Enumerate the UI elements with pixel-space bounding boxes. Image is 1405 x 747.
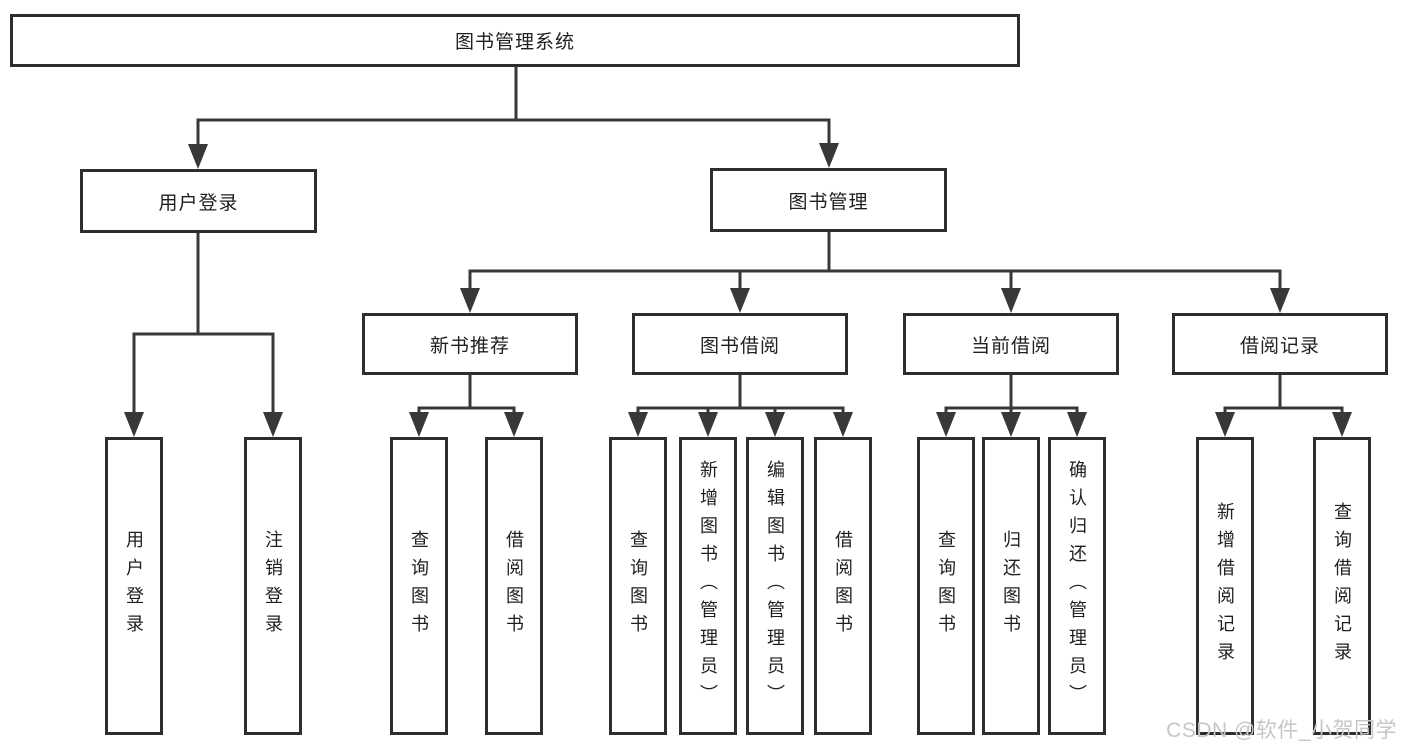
node-label: 用户登录 (124, 530, 144, 642)
node-leaf-user-login-action: 用户登录 (105, 437, 163, 735)
node-label: 确认归还（管理员） (1067, 460, 1087, 712)
node-label: 图书管理 (788, 191, 869, 213)
node-new-book-recommend: 新书推荐 (362, 313, 578, 375)
node-label: 借阅图书 (504, 530, 524, 642)
node-label: 新书推荐 (429, 335, 510, 357)
connector-borrow-records-to-leaves (1215, 374, 1352, 437)
connector-current-borrow-to-leaves (936, 374, 1087, 437)
node-book-management: 图书管理 (710, 168, 947, 232)
node-leaf-borrow-books-newbook: 借阅图书 (485, 437, 543, 735)
node-leaf-return-books: 归还图书 (982, 437, 1040, 735)
node-label: 注销登录 (263, 530, 283, 642)
node-label: 查询图书 (936, 530, 956, 642)
node-label: 编辑图书（管理员） (765, 460, 785, 712)
connector-root-to-level2 (188, 67, 839, 169)
node-label: 归还图书 (1001, 530, 1021, 642)
node-leaf-query-books-current: 查询图书 (917, 437, 975, 735)
connector-book-borrow-to-leaves (628, 374, 853, 437)
node-label: 图书借阅 (699, 335, 780, 357)
node-leaf-add-borrow-record: 新增借阅记录 (1196, 437, 1254, 735)
node-leaf-confirm-return-admin: 确认归还（管理员） (1048, 437, 1106, 735)
node-leaf-edit-books-admin: 编辑图书（管理员） (746, 437, 804, 735)
node-leaf-query-books-borrow: 查询图书 (609, 437, 667, 735)
node-leaf-logout: 注销登录 (244, 437, 302, 735)
node-label: 查询借阅记录 (1332, 502, 1352, 670)
connector-book-management-to-level3 (460, 231, 1290, 313)
node-root-system: 图书管理系统 (10, 14, 1020, 67)
node-label: 借阅图书 (833, 530, 853, 642)
csdn-watermark: CSDN @软件_小贺同学 (1166, 719, 1397, 742)
node-label: 图书管理系统 (454, 32, 575, 53)
node-leaf-add-books-admin: 新增图书（管理员） (679, 437, 737, 735)
node-current-borrow: 当前借阅 (903, 313, 1119, 375)
node-leaf-query-books-newbook: 查询图书 (390, 437, 448, 735)
node-label: 新增图书（管理员） (698, 460, 718, 712)
connector-user-login-to-leaves (124, 232, 283, 437)
node-borrow-records: 借阅记录 (1172, 313, 1388, 375)
node-label: 查询图书 (628, 530, 648, 642)
node-user-login: 用户登录 (80, 169, 317, 233)
node-leaf-query-borrow-record: 查询借阅记录 (1313, 437, 1371, 735)
node-book-borrow: 图书借阅 (632, 313, 848, 375)
node-leaf-borrow-books: 借阅图书 (814, 437, 872, 735)
node-label: 查询图书 (409, 530, 429, 642)
node-label: 新增借阅记录 (1215, 502, 1235, 670)
node-label: 借阅记录 (1239, 335, 1320, 357)
node-label: 当前借阅 (970, 335, 1051, 357)
connector-new-book-to-leaves (409, 374, 524, 437)
node-label: 用户登录 (158, 192, 239, 214)
